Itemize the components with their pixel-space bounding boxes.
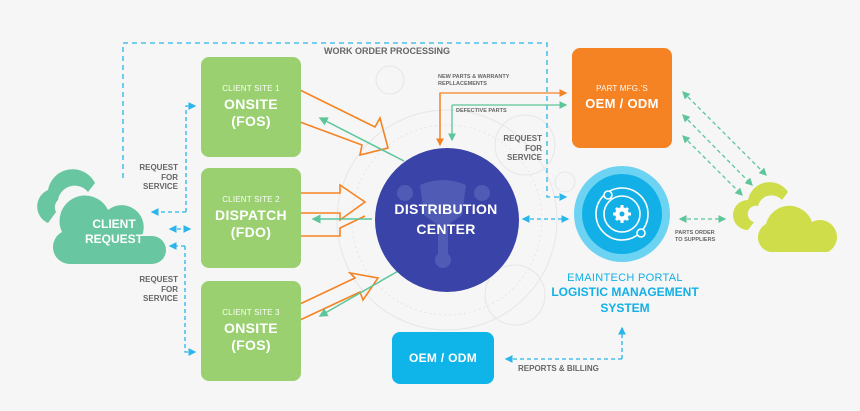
part-mfg-caption: PART MFG.'S bbox=[596, 83, 648, 93]
client-request-cloud[interactable] bbox=[37, 169, 166, 264]
client-site-3-caption: CLIENT SITE 3 bbox=[222, 307, 280, 317]
client-request-flows bbox=[150, 102, 197, 356]
distribution-center-label: DISTRIBUTION CENTER bbox=[372, 200, 520, 239]
gear-orbit-icon bbox=[595, 187, 649, 241]
client-request-label: CLIENT REQUEST bbox=[62, 217, 166, 247]
reports-billing-label: REPORTS & BILLING bbox=[518, 364, 599, 373]
new-parts-line1: NEW PARTS & WARRANTY bbox=[438, 74, 510, 80]
client-site-1-caption: CLIENT SITE 1 bbox=[222, 83, 280, 93]
service-line: SERVICE bbox=[143, 294, 178, 304]
portal-line2: LOGISTIC MANAGEMENT bbox=[551, 285, 699, 299]
portal-icon[interactable] bbox=[574, 166, 670, 262]
part-mfg-title: OEM / ODM bbox=[585, 95, 659, 111]
distribution-center[interactable] bbox=[375, 148, 519, 292]
portal-line3: SYSTEM bbox=[600, 301, 650, 316]
part-mfg-oem-odm-box[interactable]: PART MFG.'S OEM / ODM bbox=[572, 48, 672, 148]
defective-parts-label: DEFECTIVE PARTS bbox=[456, 108, 507, 114]
client-site-2-subtitle: (FDO) bbox=[230, 224, 272, 240]
service-line: SERVICE bbox=[507, 153, 542, 163]
new-parts-label: NEW PARTS & WARRANTY REPLLACEMENTS bbox=[438, 74, 509, 87]
reports-billing-flow bbox=[504, 326, 626, 363]
client-request-line1: CLIENT bbox=[92, 217, 136, 231]
client-site-1-title: ONSITE bbox=[224, 95, 278, 112]
client-site-2-box[interactable]: CLIENT SITE 2 DISPATCH (FDO) bbox=[201, 168, 301, 268]
client-site-2-title: DISPATCH bbox=[215, 206, 287, 223]
request-service-lower-label: REQUEST FOR SERVICE bbox=[128, 275, 178, 304]
new-parts-flow bbox=[436, 89, 568, 147]
for-line: FOR bbox=[161, 284, 178, 294]
work-order-processing-flow bbox=[122, 42, 568, 201]
client-site-2-caption: CLIENT SITE 2 bbox=[222, 194, 280, 204]
distribution-center-line1: DISTRIBUTION bbox=[394, 201, 498, 217]
supplier-cloud-icon bbox=[733, 182, 837, 252]
request-service-top-label: REQUEST FOR SERVICE bbox=[492, 134, 542, 163]
dc-to-site-arrows bbox=[311, 117, 405, 317]
client-request-line2: REQUEST bbox=[84, 232, 143, 246]
request-service-upper-label: REQUEST FOR SERVICE bbox=[128, 163, 178, 192]
oem-odm-reports-box[interactable]: OEM / ODM bbox=[392, 332, 494, 384]
parts-order-line2: TO SUPPLIERS bbox=[675, 236, 716, 243]
site-to-dc-arrows bbox=[299, 89, 389, 321]
service-line: SERVICE bbox=[143, 182, 178, 192]
portal-line1: EMAINTECH PORTAL bbox=[567, 272, 683, 284]
client-site-3-title: ONSITE bbox=[224, 319, 278, 336]
network-icon bbox=[397, 180, 490, 268]
defective-parts-flow bbox=[448, 101, 568, 142]
request-line: REQUEST bbox=[139, 163, 178, 172]
parts-order-label: PARTS ORDER TO SUPPLIERS bbox=[675, 230, 715, 243]
client-site-3-subtitle: (FOS) bbox=[231, 337, 271, 353]
for-line: FOR bbox=[525, 143, 542, 153]
request-line: REQUEST bbox=[503, 134, 542, 143]
new-parts-line2: REPLLACEMENTS bbox=[438, 80, 487, 87]
client-site-3-box[interactable]: CLIENT SITE 3 ONSITE (FOS) bbox=[201, 281, 301, 381]
client-site-1-subtitle: (FOS) bbox=[231, 113, 271, 129]
portal-label: EMAINTECH PORTAL LOGISTIC MANAGEMENT SYS… bbox=[530, 272, 720, 316]
work-order-processing-label: WORK ORDER PROCESSING bbox=[324, 46, 451, 56]
supplier-flows bbox=[678, 91, 767, 223]
for-line: FOR bbox=[161, 172, 178, 182]
oem-odm-title: OEM / ODM bbox=[408, 350, 478, 365]
distribution-center-line2: CENTER bbox=[416, 220, 476, 237]
parts-order-line1: PARTS ORDER bbox=[675, 230, 715, 236]
request-line: REQUEST bbox=[139, 275, 178, 284]
client-site-1-box[interactable]: CLIENT SITE 1 ONSITE (FOS) bbox=[201, 57, 301, 157]
